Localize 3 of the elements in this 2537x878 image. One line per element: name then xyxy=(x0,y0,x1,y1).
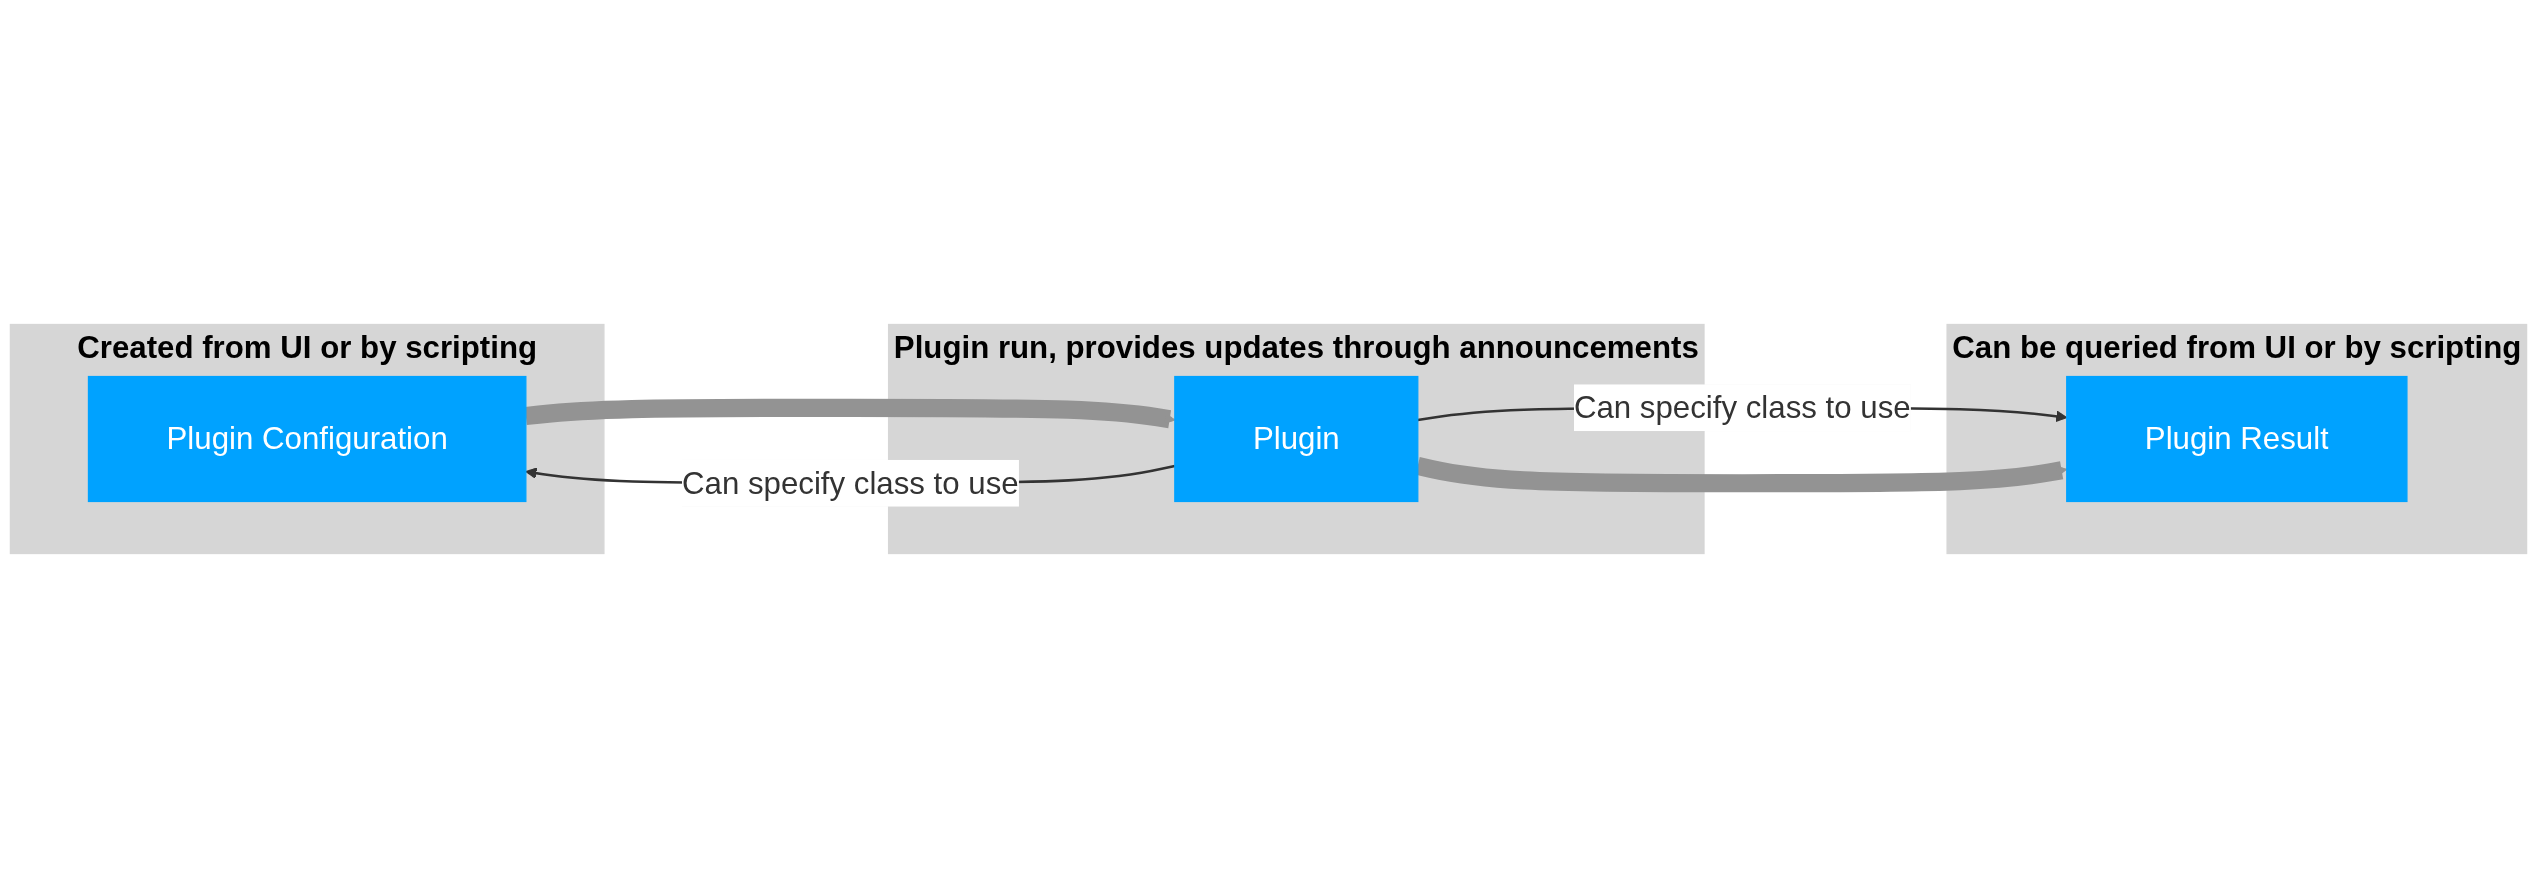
node-box: Plugin Result xyxy=(2066,375,2408,503)
node-box: Plugin Configuration xyxy=(87,375,527,503)
node-box: Plugin xyxy=(1174,375,1419,503)
